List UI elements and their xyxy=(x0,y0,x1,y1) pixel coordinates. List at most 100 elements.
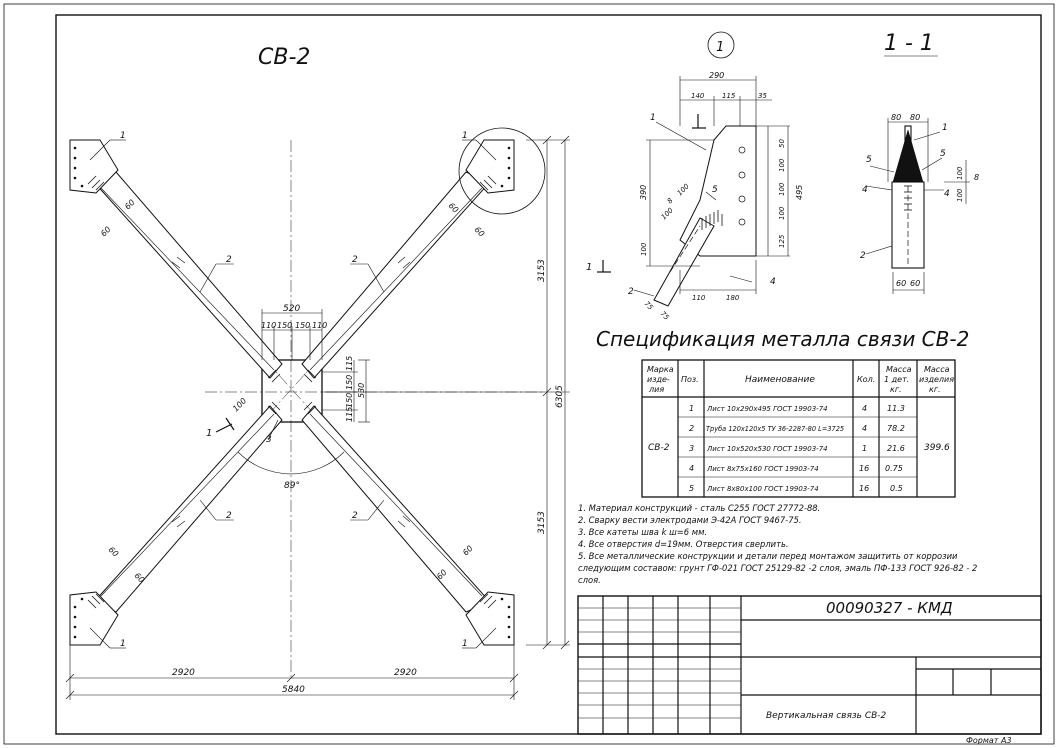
dim-2920-left: 2920 xyxy=(172,668,195,678)
detail-callout-label: 1 xyxy=(716,40,724,55)
sec-label-5b: 5 xyxy=(940,149,946,159)
pos-label-1-bl: 1 xyxy=(120,639,126,649)
dim-520: 520 xyxy=(283,304,300,314)
spec-h-mark-1: Марка xyxy=(647,365,674,374)
dim-vertical xyxy=(326,135,570,650)
main-view: 520 110 150 150 110 115 150 150 115 530 … xyxy=(65,127,570,700)
spec-table: Марка изде- лия Поз. Наименование Кол. М… xyxy=(641,359,956,498)
sec-label-2: 2 xyxy=(860,251,866,261)
dim-520-chain xyxy=(261,309,323,360)
dim-110-a: 110 xyxy=(261,321,276,330)
det-dim-125: 125 xyxy=(778,234,786,248)
spec-row-5-mass: 0.5 xyxy=(890,484,903,493)
weld-marks xyxy=(87,175,497,609)
sec-dim-8: 8 xyxy=(974,173,979,182)
detail-view: 1 xyxy=(586,31,804,322)
detail-weld xyxy=(701,210,723,230)
note-7: слоя. xyxy=(578,575,601,585)
det-dim-140: 140 xyxy=(691,92,705,100)
outer-border xyxy=(3,3,1055,745)
spec-h-mt-2: изделия xyxy=(919,375,954,384)
note-1: 1. Материал конструкций - сталь С255 ГОС… xyxy=(578,503,820,513)
position-leaders xyxy=(89,139,497,649)
det-dim-75a: 75 xyxy=(643,300,655,312)
spec-row-3-qty: 1 xyxy=(862,444,867,453)
dim-3153-top: 3153 xyxy=(537,259,547,282)
det-dim-100e: 100 xyxy=(676,182,691,197)
spec-h-mt-1: Масса xyxy=(924,365,950,374)
doc-name: Вертикальная связь СВ-2 xyxy=(766,711,887,721)
notes: 1. Материал конструкций - сталь С255 ГОС… xyxy=(578,503,977,585)
detail-holes xyxy=(738,146,746,226)
spec-row-4-pos: 4 xyxy=(689,464,694,473)
dim-150-a: 150 xyxy=(277,321,292,330)
cut-mark-main xyxy=(215,417,235,433)
spec-h-name: Наименование xyxy=(745,375,815,385)
det-dim-50: 50 xyxy=(778,139,786,148)
sec-label-1: 1 xyxy=(942,123,948,133)
det-dim-100a: 100 xyxy=(778,158,786,172)
spec-total-mass: 399.6 xyxy=(924,443,950,453)
det-dim-390: 390 xyxy=(639,185,648,200)
doc-code: 00090327 - КМД xyxy=(826,599,953,617)
spec-h-mu-2: 1 дет. xyxy=(884,375,909,384)
dim-110-b: 110 xyxy=(312,321,327,330)
det-dim-100c: 100 xyxy=(778,206,786,220)
spec-h-mu-1: Масса xyxy=(886,365,912,374)
spec-mark: СВ-2 xyxy=(648,443,670,453)
end-plate-top-left xyxy=(69,139,119,194)
spec-row-5-qty: 16 xyxy=(859,484,869,493)
spec-row-2-mass: 78.2 xyxy=(887,424,905,433)
dim-150-c: 150 xyxy=(345,375,354,390)
sec-dim-100b: 100 xyxy=(956,188,964,202)
end-plate-top-right xyxy=(465,139,515,194)
sec-dim-100a: 100 xyxy=(956,166,964,180)
spec-row-5-pos: 5 xyxy=(689,484,694,493)
detail-dims-lines xyxy=(646,76,790,294)
drawing-title: СВ-2 xyxy=(258,45,310,70)
spec-h-mt-3: кг. xyxy=(929,385,941,394)
inner-frame xyxy=(55,14,1042,735)
det-dim-35: 35 xyxy=(758,92,767,100)
detail-tube xyxy=(653,217,715,307)
det-dim-100d: 100 xyxy=(640,242,648,256)
dim-150-b: 150 xyxy=(295,321,310,330)
dim-60-d: 60 xyxy=(473,225,487,239)
det-dim-8: 8 xyxy=(666,196,675,205)
note-6: следующим составом: грунт ГФ-021 ГОСТ 25… xyxy=(578,563,977,573)
section-weld xyxy=(904,185,912,211)
section-dims-lines xyxy=(865,118,970,294)
pos-label-2-tr: 2 xyxy=(352,255,358,265)
sec-dim-60a: 60 xyxy=(896,279,906,288)
dim-115-a: 115 xyxy=(345,356,354,371)
pos-label-2-tl: 2 xyxy=(226,255,232,265)
title-block: 00090327 - КМД Вертикальная связь СВ-2 xyxy=(577,595,1042,735)
tube-top-left xyxy=(93,171,283,379)
dim-6305: 6305 xyxy=(555,385,565,408)
tube-bottom-left xyxy=(93,405,283,613)
dim-60-b: 60 xyxy=(99,225,113,239)
det-cut-label: 1 xyxy=(586,262,592,273)
spec-row-3-pos: 3 xyxy=(689,444,694,453)
sheet-format: Формат А3 xyxy=(966,736,1012,745)
spec-row-4-qty: 16 xyxy=(859,464,869,473)
note-4: 4. Все отверстия d=19мм. Отверстия сверл… xyxy=(578,539,789,549)
dim-5840: 5840 xyxy=(282,685,305,695)
section-view: 1 - 1 8 xyxy=(860,31,979,294)
det-dim-110: 110 xyxy=(692,294,706,302)
det-dim-100b: 100 xyxy=(778,182,786,196)
sec-label-4a: 4 xyxy=(862,185,868,195)
spec-row-1-name: Лист 10х290х495 ГОСТ 19903-74 xyxy=(706,405,828,413)
spec-h-mark-3: лия xyxy=(648,385,664,394)
spec-row-4-mass: 0.75 xyxy=(885,464,903,473)
det-label-1: 1 xyxy=(650,113,656,123)
pos-label-1-tl: 1 xyxy=(120,131,126,141)
angle-label: 89° xyxy=(284,481,300,491)
sec-label-4b: 4 xyxy=(944,189,950,199)
det-dim-75b: 75 xyxy=(659,310,671,322)
spec-row-1-pos: 1 xyxy=(689,404,694,413)
det-dim-290: 290 xyxy=(709,71,724,80)
det-label-2: 2 xyxy=(628,287,634,297)
end-plate-bottom-left xyxy=(69,591,119,646)
